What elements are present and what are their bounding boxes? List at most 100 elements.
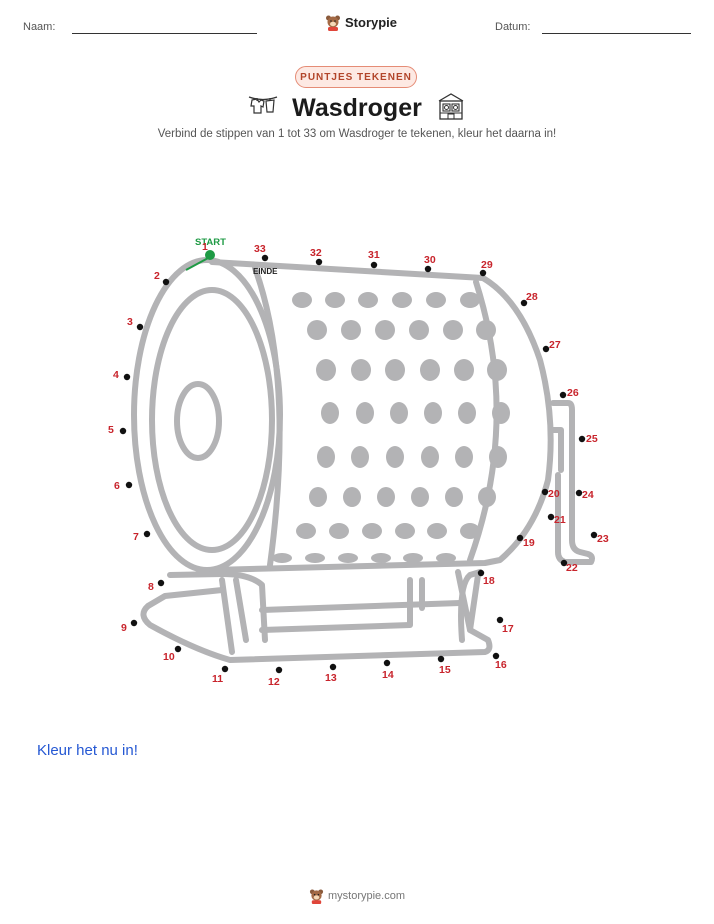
dot-number-22: 22	[566, 562, 578, 574]
clothesline-icon	[248, 96, 278, 114]
drum-hole	[445, 487, 463, 507]
dot-number-16: 16	[495, 659, 507, 671]
drum-hole	[351, 446, 369, 468]
drum-hole	[476, 320, 496, 340]
drum-hole	[390, 402, 408, 424]
drum-hole	[296, 523, 316, 539]
dot-number-29: 29	[481, 259, 493, 271]
dot-number-21: 21	[554, 514, 566, 526]
dot-10[interactable]	[174, 645, 182, 653]
dot-number-3: 3	[127, 316, 133, 328]
drum-hole	[436, 553, 456, 563]
dot-26[interactable]	[559, 391, 567, 399]
drum-hole	[454, 359, 474, 381]
dot-number-25: 25	[586, 433, 598, 445]
dot-17[interactable]	[496, 616, 504, 624]
drum-hole	[426, 292, 446, 308]
name-line[interactable]	[72, 33, 257, 34]
dot-29[interactable]	[479, 269, 487, 277]
dot-5[interactable]	[119, 427, 127, 435]
drum-hole	[325, 292, 345, 308]
drum-hole	[403, 553, 423, 563]
name-label: Naam:	[23, 21, 56, 33]
drum-hole	[362, 523, 382, 539]
dot-11[interactable]	[221, 665, 229, 673]
title-text: Wasdroger	[292, 94, 422, 122]
drum-hole	[292, 292, 312, 308]
drum-hole	[424, 402, 442, 424]
dot-13[interactable]	[329, 663, 337, 671]
drum-hole	[460, 523, 480, 539]
date-label: Datum:	[495, 21, 531, 33]
dot-3[interactable]	[136, 323, 144, 331]
drum-hole	[487, 359, 507, 381]
drum-holes	[272, 292, 510, 563]
dot-2[interactable]	[162, 278, 170, 286]
dot-number-19: 19	[523, 537, 535, 549]
dot-22[interactable]	[560, 559, 568, 567]
dot-4[interactable]	[123, 373, 131, 381]
dot-23[interactable]	[590, 531, 598, 539]
dot-21[interactable]	[547, 513, 555, 521]
dot-1[interactable]	[205, 250, 215, 260]
dot-14[interactable]	[383, 659, 391, 667]
dot-number-28: 28	[526, 291, 538, 303]
page-title: Wasdroger	[0, 92, 714, 123]
date-line[interactable]	[542, 33, 691, 34]
dot-number-8: 8	[148, 581, 154, 593]
drum-hole	[392, 292, 412, 308]
drum-hole	[385, 359, 405, 381]
drum-hole	[309, 487, 327, 507]
drum-hole	[317, 446, 335, 468]
dot-number-27: 27	[549, 339, 561, 351]
dot-18[interactable]	[477, 569, 485, 577]
color-prompt: Kleur het nu in!	[37, 742, 138, 759]
dot-12[interactable]	[275, 666, 283, 674]
dot-8[interactable]	[157, 579, 165, 587]
bear-logo-icon	[309, 889, 324, 904]
drum-hole	[356, 402, 374, 424]
dot-20[interactable]	[541, 488, 549, 496]
dot-number-1: 1	[202, 241, 208, 253]
dot-number-18: 18	[483, 575, 495, 587]
dot-number-31: 31	[368, 249, 380, 261]
dot-number-4: 4	[113, 369, 119, 381]
dot-number-23: 23	[597, 533, 609, 545]
dot-number-7: 7	[133, 531, 139, 543]
drum-hole	[443, 320, 463, 340]
instructions: Verbind de stippen van 1 tot 33 om Wasdr…	[157, 128, 557, 140]
footer: mystorypie.com	[0, 888, 714, 904]
dot-number-9: 9	[121, 622, 127, 634]
drum-hole	[421, 446, 439, 468]
drum-hole	[272, 553, 292, 563]
dot-28[interactable]	[520, 299, 528, 307]
dot-15[interactable]	[437, 655, 445, 663]
dot-number-26: 26	[567, 387, 579, 399]
dot-number-6: 6	[114, 480, 120, 492]
start-line	[185, 256, 211, 271]
brand-logo: Storypie	[325, 14, 397, 31]
drum-hole	[386, 446, 404, 468]
dot-24[interactable]	[575, 489, 583, 497]
dot-number-17: 17	[502, 623, 514, 635]
drum-hole	[341, 320, 361, 340]
dot-27[interactable]	[542, 345, 550, 353]
drum-hole	[427, 523, 447, 539]
dot-7[interactable]	[143, 530, 151, 538]
drum-hole	[377, 487, 395, 507]
dot-number-5: 5	[108, 424, 114, 436]
dot-number-13: 13	[325, 672, 337, 684]
dot-25[interactable]	[578, 435, 586, 443]
dot-number-11: 11	[212, 673, 223, 685]
dot-16[interactable]	[492, 652, 500, 660]
footer-site: mystorypie.com	[327, 890, 406, 902]
dot-30[interactable]	[424, 265, 432, 273]
dot-number-30: 30	[424, 254, 436, 266]
drum-hole	[460, 292, 480, 308]
dot-33[interactable]	[261, 254, 269, 262]
dot-31[interactable]	[370, 261, 378, 269]
dot-6[interactable]	[125, 481, 133, 489]
dot-32[interactable]	[315, 258, 323, 266]
dot-19[interactable]	[516, 534, 524, 542]
dot-9[interactable]	[130, 619, 138, 627]
